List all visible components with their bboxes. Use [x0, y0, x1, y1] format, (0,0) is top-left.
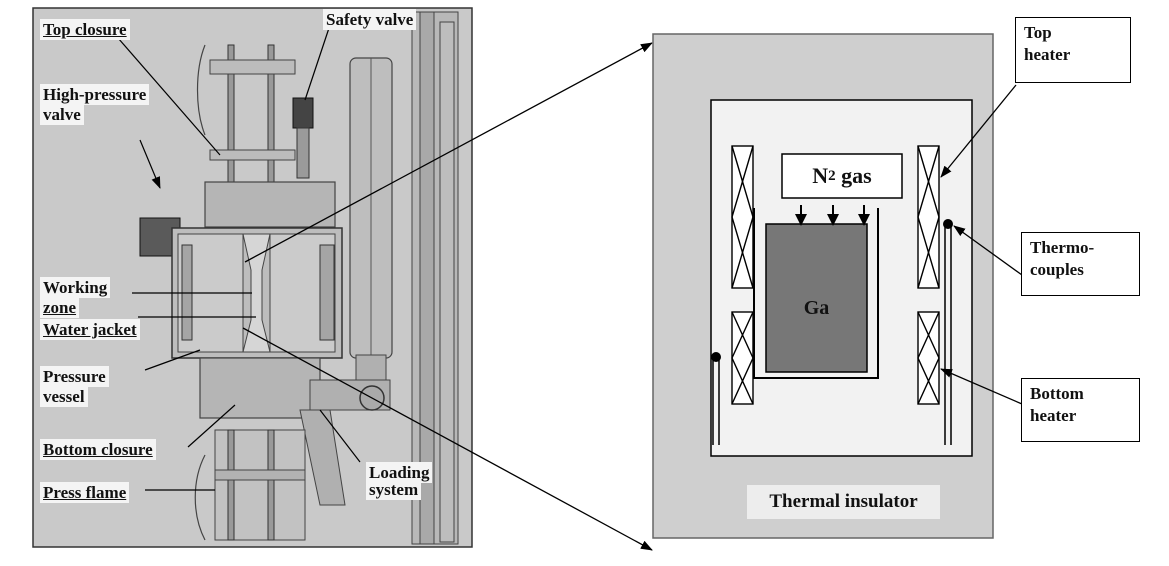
callout-bottom-heater-line1: Bottom [1030, 384, 1084, 403]
heater-coil-icon [731, 145, 940, 405]
label-loading-system-line2: system [366, 479, 422, 500]
thermal-insulator-label: Thermal insulator [769, 491, 918, 512]
callout-top-heater: Top heater [1015, 17, 1131, 83]
label-pressure-vessel-line2: vessel [40, 386, 88, 407]
zoom-arrow-top [244, 42, 653, 263]
label-working-zone-line2: zone [40, 297, 80, 318]
zoom-arrow-bottom [242, 327, 653, 551]
callout-top-heater-line1: Top [1024, 23, 1052, 42]
gas-symbol: N [812, 163, 829, 188]
label-press-flame: Press flame [40, 482, 130, 503]
callout-thermocouples-line2: couples [1030, 260, 1084, 279]
gallium-label: Ga [803, 297, 830, 319]
label-high-pressure-valve-line2: valve [40, 104, 84, 125]
label-working-zone-line1: Working [40, 277, 111, 298]
label-safety-valve: Safety valve [323, 9, 417, 30]
label-top-closure: Top closure [40, 19, 130, 40]
gas-subscript: 2 [828, 167, 836, 184]
callout-bottom-heater-line2: heater [1030, 406, 1077, 425]
down-arrow-icon [795, 205, 870, 226]
callout-bottom-heater: Bottom heater [1021, 378, 1140, 442]
label-bottom-closure: Bottom closure [40, 439, 156, 460]
thermocouple-icon [711, 219, 953, 445]
schematic-panel [652, 33, 994, 539]
label-water-jacket: Water jacket [40, 319, 140, 340]
callout-thermocouples-line1: Thermo- [1030, 238, 1095, 257]
label-pressure-vessel-line1: Pressure [40, 366, 109, 387]
gas-suffix: gas [835, 163, 872, 188]
label-high-pressure-valve-line1: High-pressure [40, 84, 150, 105]
callout-top-heater-line2: heater [1024, 45, 1071, 64]
label-loading-system-line1: Loading [366, 462, 433, 483]
callout-thermocouples: Thermo- couples [1021, 232, 1140, 296]
